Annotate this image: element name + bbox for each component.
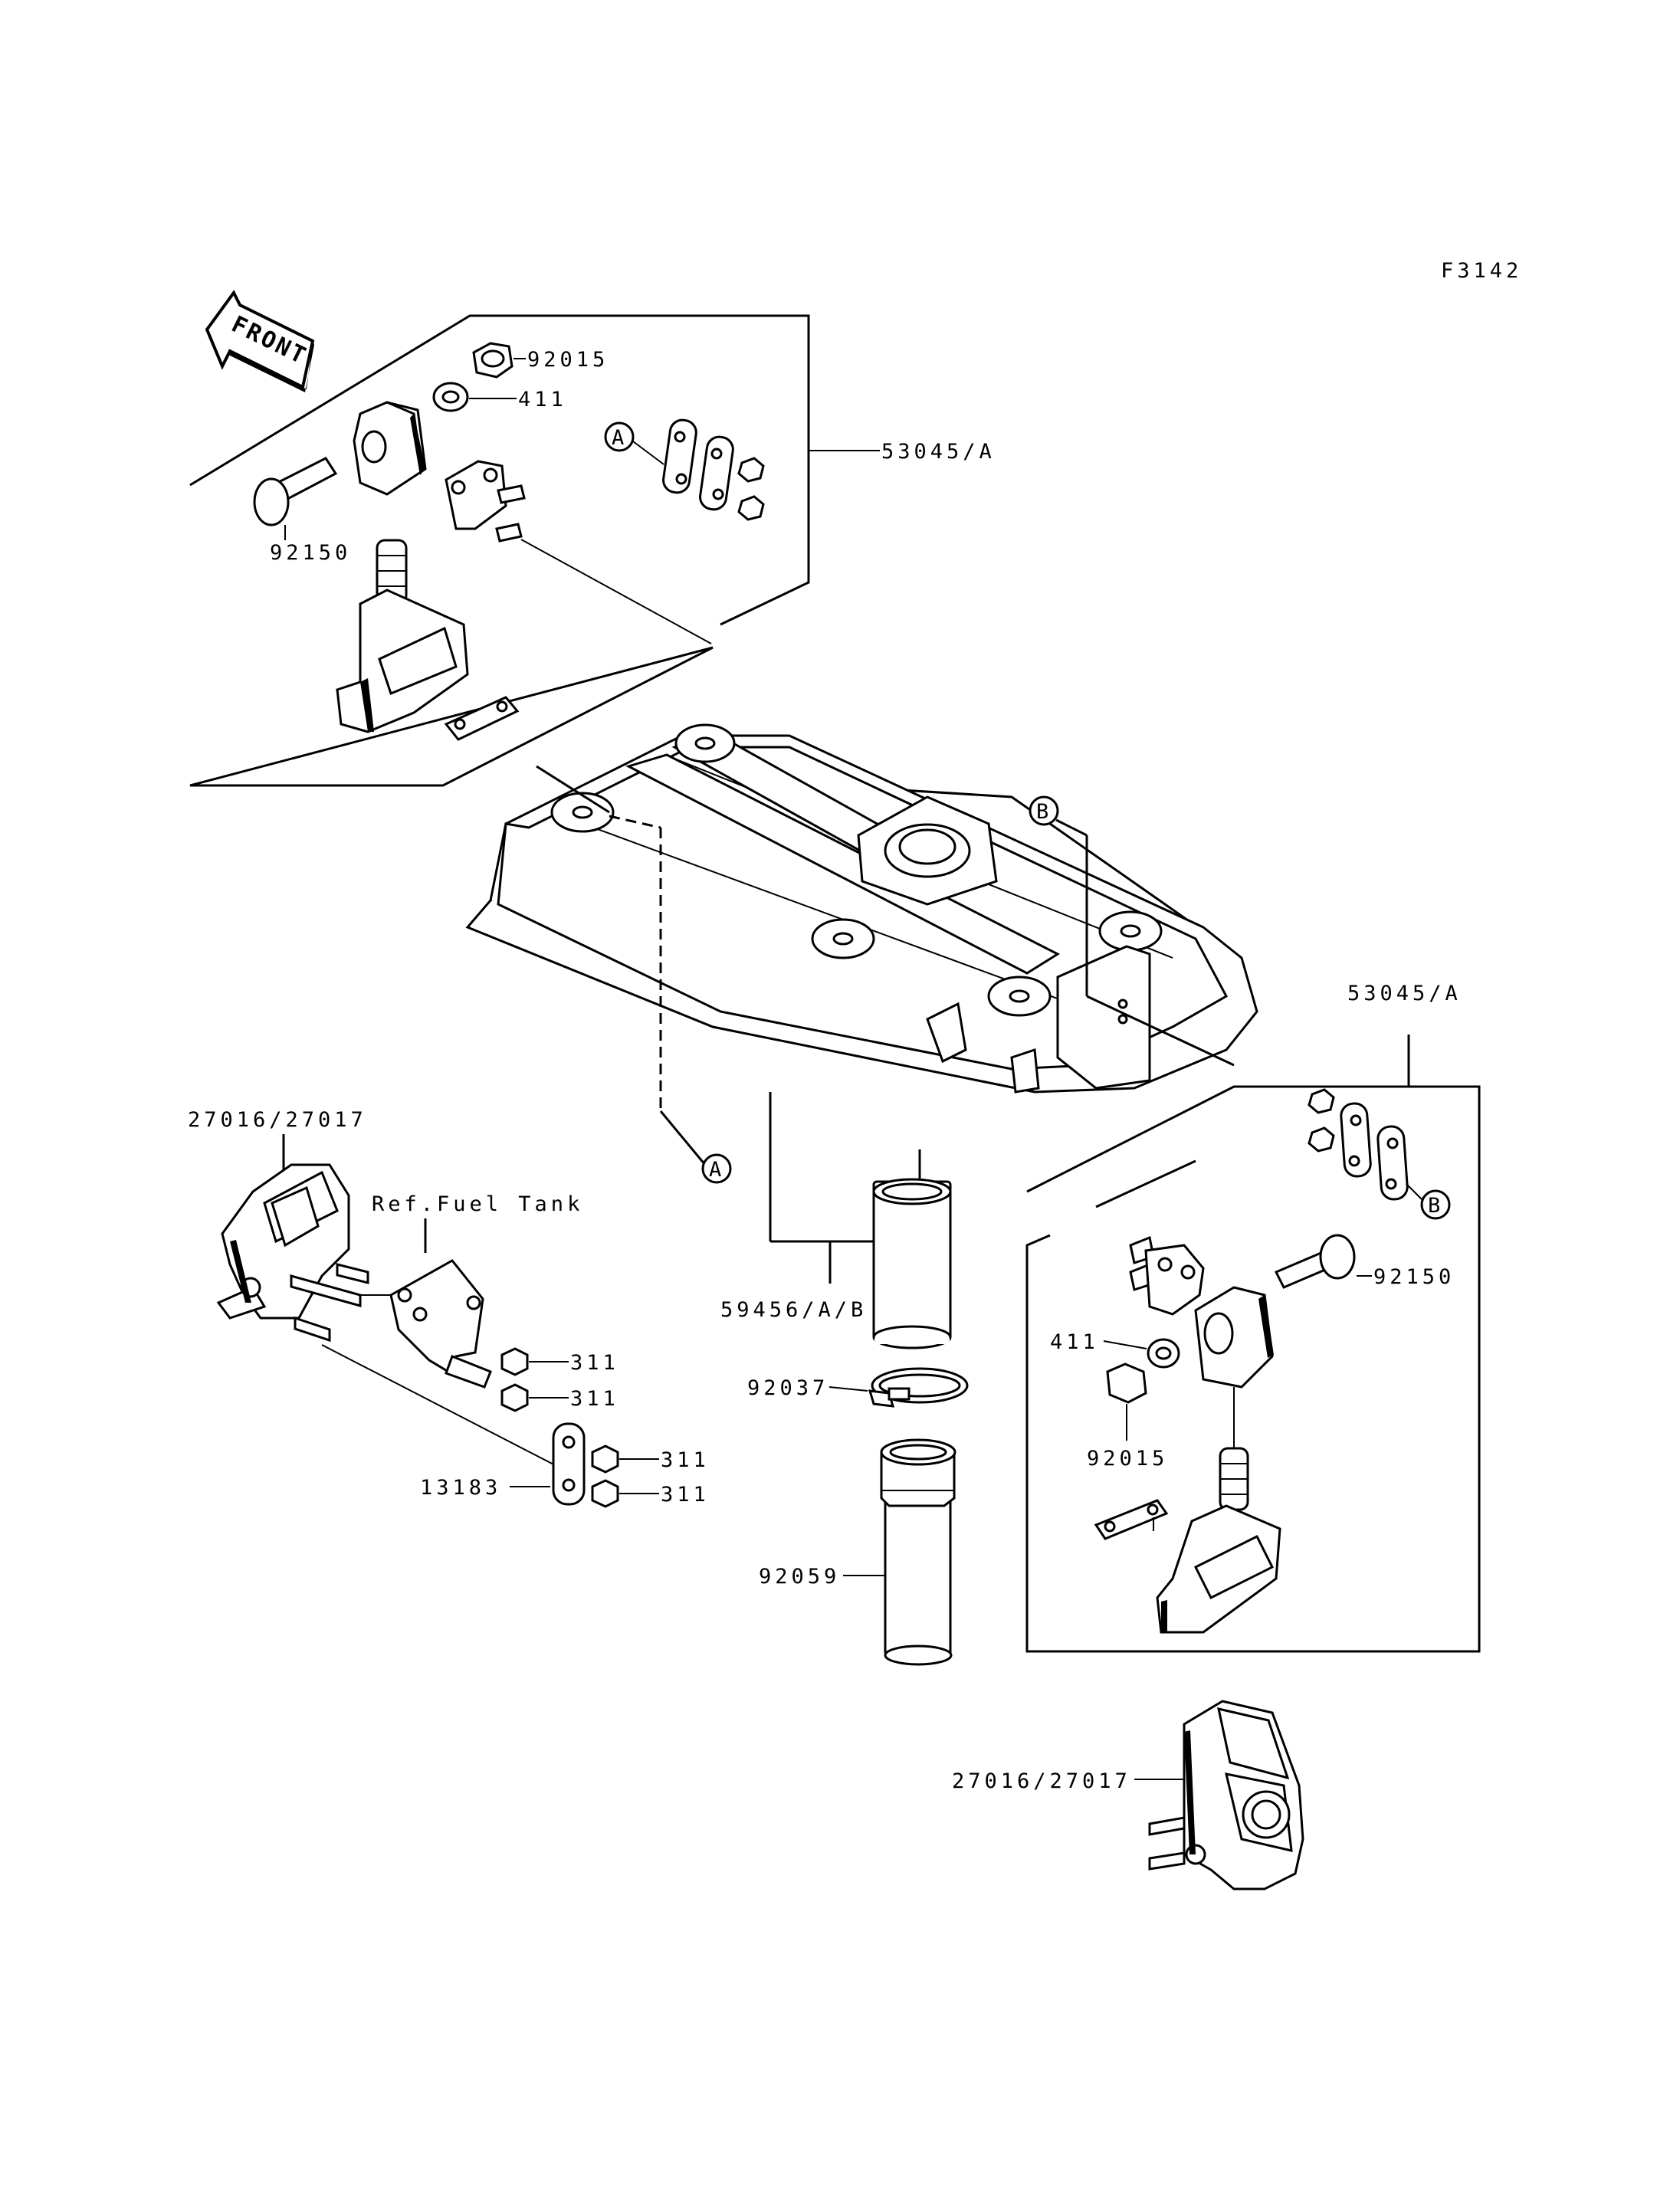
hex-nut-icon	[500, 1347, 619, 1508]
mount-bracket-icon	[353, 401, 427, 496]
label-nut-311-2: 311	[570, 1387, 619, 1411]
label-bolt-top: 92150	[270, 541, 351, 565]
label-pipe-59456: 59456/A/B	[720, 1298, 867, 1322]
svg-text:B: B	[1036, 800, 1048, 824]
label-mount-assy-top: 53045/A	[881, 440, 996, 464]
fuel-tank-icon	[465, 723, 1258, 1094]
hex-nut-icon	[472, 342, 514, 379]
label-washer-right: 411	[1050, 1330, 1099, 1354]
hex-nut-icon	[1308, 1088, 1335, 1153]
link-plate-icon	[662, 418, 734, 511]
label-nut-311-4: 311	[661, 1483, 710, 1507]
stud-bracket-icon	[1129, 1235, 1205, 1316]
stud-bracket-icon	[445, 460, 526, 543]
link-plate-icon	[552, 1422, 586, 1506]
svg-text:A: A	[709, 1158, 721, 1182]
washer-icon	[432, 382, 469, 412]
label-pipe-92059: 92059	[759, 1565, 840, 1589]
link-plate-icon	[1094, 1499, 1169, 1540]
label-nut-top: 92015	[527, 348, 609, 372]
callout-a	[604, 421, 635, 452]
svg-text:A: A	[612, 426, 624, 450]
fuel-hose-icon	[872, 1178, 952, 1349]
label-mount-assy-right: 53045/A	[1347, 982, 1462, 1005]
rear-mount-icon	[216, 1163, 350, 1320]
label-washer-top: 411	[518, 388, 567, 412]
callout-b	[1420, 1189, 1451, 1220]
pin-bolt-icon	[253, 457, 338, 526]
mount-bracket-icon	[1194, 1286, 1274, 1389]
front-arrow-icon: FRONT	[205, 290, 315, 392]
engine-mount-icon	[1156, 1447, 1281, 1634]
fuel-pipe-icon	[880, 1438, 956, 1666]
link-plate-icon	[444, 696, 520, 741]
engine-mount-icon	[336, 539, 469, 733]
link-plate-icon	[1340, 1102, 1409, 1201]
pin-bolt-icon	[1274, 1234, 1356, 1289]
stud-icon	[290, 1263, 369, 1343]
washer-icon	[1147, 1338, 1180, 1369]
tank-bracket-icon	[389, 1259, 492, 1389]
rear-mount-icon	[1148, 1700, 1304, 1890]
label-bolt-right: 92150	[1373, 1265, 1455, 1289]
hex-nut-icon	[1106, 1362, 1147, 1404]
hex-nut-icon	[737, 457, 765, 521]
label-nut-311-1: 311	[570, 1351, 619, 1375]
hose-clamp-icon	[868, 1367, 969, 1408]
label-plate-13183: 13183	[420, 1476, 501, 1500]
callout-a	[701, 1153, 732, 1184]
label-mount-rear-left: 27016/27017	[188, 1108, 367, 1132]
top-mount-group-frame	[189, 314, 810, 787]
label-mount-rear-bottom: 27016/27017	[952, 1769, 1131, 1793]
label-clamp-92037: 92037	[747, 1376, 829, 1400]
right-mount-group-frame	[1025, 1085, 1481, 1653]
figure-code: F3142	[1441, 259, 1522, 283]
callout-b	[1029, 795, 1059, 826]
label-ref-fuel-tank: Ref.Fuel Tank	[372, 1192, 583, 1216]
svg-text:B: B	[1428, 1194, 1440, 1218]
label-nut-right: 92015	[1087, 1447, 1168, 1471]
label-nut-311-3: 311	[661, 1448, 710, 1472]
